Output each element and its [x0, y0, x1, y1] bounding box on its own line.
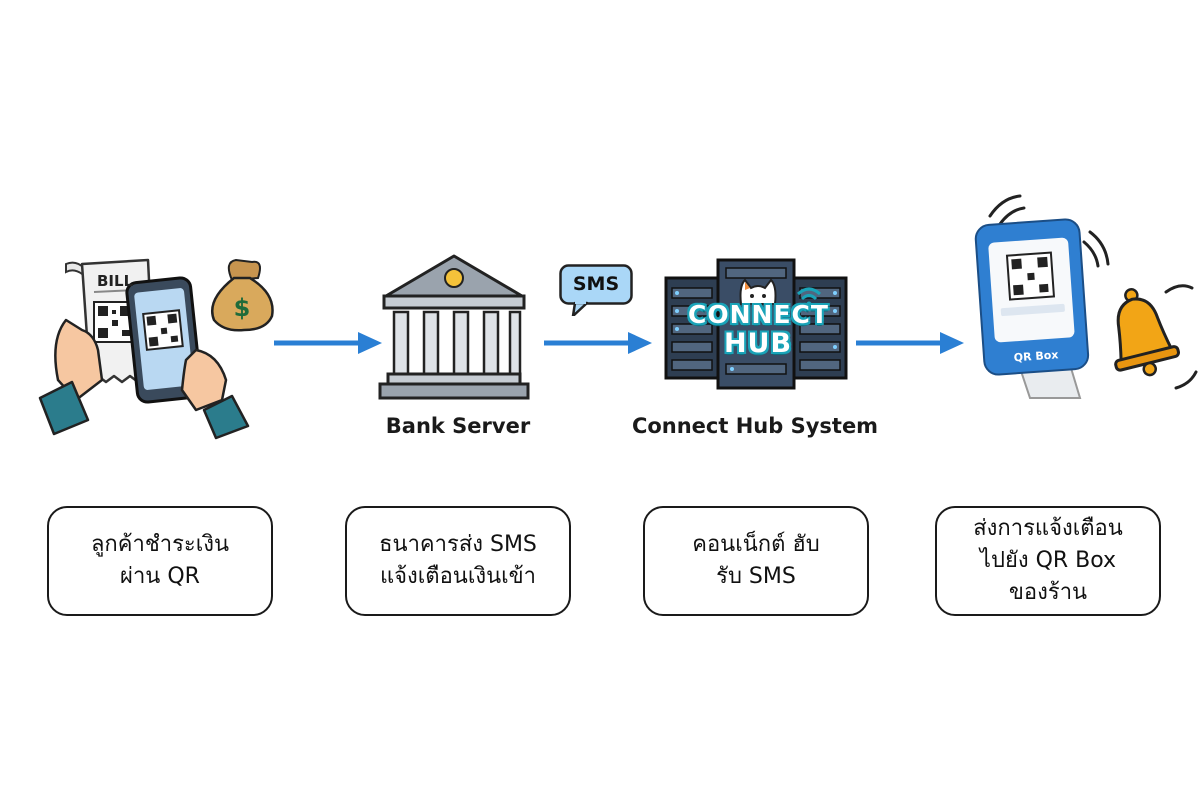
step-box-3-line-2: รับ SMS: [716, 564, 796, 589]
step-box-2: ธนาคารส่ง SMS แจ้งเตือนเงินเข้า: [345, 506, 571, 616]
step-box-1-line-2: ผ่าน QR: [120, 564, 200, 589]
step-box-4-line-1: ส่งการแจ้งเตือน: [973, 516, 1123, 541]
flow-arrow-1: [274, 332, 382, 354]
step-box-2-line-2: แจ้งเตือนเงินเข้า: [379, 564, 537, 589]
money-bag-icon: $: [211, 258, 274, 332]
step-box-4-line-3: ของร้าน: [1008, 580, 1088, 605]
hands-icon: [38, 318, 250, 440]
svg-text:$: $: [234, 294, 251, 322]
wifi-icon: [796, 287, 822, 307]
customer-payment-illustration: $: [36, 250, 276, 440]
step-box-4-line-2: ไปยัง QR Box: [979, 548, 1117, 573]
phone-icon: [125, 276, 203, 404]
sms-bubble: SMS: [559, 264, 633, 316]
flow-arrow-2: [544, 332, 652, 354]
bank-icon: [378, 254, 530, 400]
connect-hub-illustration: [664, 256, 848, 392]
bell-icon: [1114, 288, 1180, 377]
step-box-3: คอนเน็กต์ ฮับ รับ SMS: [643, 506, 869, 616]
flow-arrow-3: [856, 332, 964, 354]
cat-mascot-icon: [739, 278, 777, 305]
sms-bubble-label: SMS: [572, 273, 620, 295]
qr-box-device-label: QR Box: [1013, 348, 1058, 364]
receipt-label: BILL: [97, 272, 134, 290]
step-box-1-line-1: ลูกค้าชำระเงิน: [90, 532, 230, 557]
bank-server-illustration: [378, 252, 530, 402]
qr-box-device-icon: QR Box: [974, 218, 1090, 399]
step-box-3-line-1: คอนเน็กต์ ฮับ: [692, 532, 820, 557]
hub-logo-line2: HUB: [723, 328, 793, 359]
step-box-1: ลูกค้าชำระเงิน ผ่าน QR: [47, 506, 273, 616]
connect-hub-caption: Connect Hub System: [631, 414, 879, 438]
bank-server-caption: Bank Server: [385, 414, 531, 438]
hub-logo-line1: CONNECT: [688, 300, 829, 329]
qr-box-illustration: QR Box: [970, 188, 1200, 408]
chat-bubble-icon: [559, 264, 633, 316]
step-box-2-line-1: ธนาคารส่ง SMS: [379, 532, 537, 557]
vibration-lines: [988, 194, 1110, 268]
step-box-4: ส่งการแจ้งเตือน ไปยัง QR Box ของร้าน: [935, 506, 1161, 616]
server-rack-icon: [664, 258, 848, 390]
